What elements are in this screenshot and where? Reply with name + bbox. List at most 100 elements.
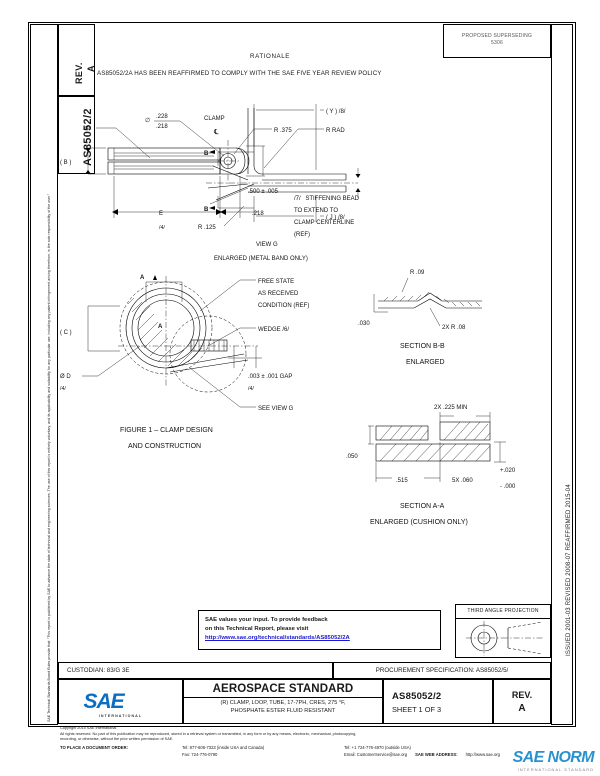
flag-9-label: /9/ [84, 126, 90, 132]
copyright-line2: All rights reserved. No part of this pub… [60, 731, 357, 736]
order-label: TO PLACE A DOCUMENT ORDER: [60, 745, 129, 751]
feedback-box[interactable]: SAE values your input. To provide feedba… [198, 610, 441, 650]
section-bb-title: SECTION B-B [400, 343, 445, 350]
free-state-l2: AS RECEIVED [258, 291, 299, 297]
stiffening-l3: CLAMP CENTERLINE [294, 220, 354, 226]
section-a-top-label: A [140, 275, 145, 281]
dia-upper: .228 [156, 114, 168, 120]
dia-lower: .218 [156, 124, 168, 130]
top-view-band [107, 140, 250, 184]
dim-y-label: ( Y ) /8/ [326, 109, 346, 115]
fax: Fax: 724-776-0790 [182, 751, 218, 757]
aerospace-standard-heading: AEROSPACE STANDARD [212, 683, 354, 695]
section-a-marker [145, 281, 183, 302]
tel-intl: Tel: +1 724-776-4970 (outside USA) [344, 745, 411, 751]
revision-box [58, 24, 95, 96]
section-aa-title: SECTION A-A [400, 503, 445, 510]
stiffening-flag: /7/ [294, 196, 301, 202]
dim-e-flag: /4/ [159, 225, 165, 231]
procurement-label: PROCUREMENT SPECIFICATION: AS85052/5/ [375, 667, 509, 674]
section-aa-subtitle: ENLARGED (CUSHION ONLY) [370, 519, 468, 526]
section-b-top: B [204, 151, 209, 157]
sae-logo-sub: INTERNATIONAL [98, 713, 143, 718]
dim-b [85, 147, 106, 175]
projection-title: THIRD ANGLE PROJECTION [467, 608, 539, 614]
sae-logo-word: SAE [83, 689, 125, 713]
projection-symbol-icon [466, 621, 544, 656]
dia-symbol: ∅ [145, 117, 150, 124]
view-g-clamp-label: CLAMP [204, 116, 225, 122]
tel-us: Tel: 877-606-7323 (inside USA and Canada… [182, 745, 265, 751]
revision-label: REV. [74, 62, 84, 84]
custodian-label: CUSTODIAN: 83/G 3E [67, 667, 130, 674]
dim-j-group [253, 196, 317, 222]
see-view-g-label: SEE VIEW G [258, 406, 294, 412]
legal-disclaimer-column [30, 24, 58, 725]
feedback-link[interactable]: http://www.sae.org/technical/standards/A… [205, 635, 350, 642]
section-b-bottom: B [204, 207, 209, 213]
title-block-sheet: SHEET 1 OF 3 [392, 705, 442, 714]
wedge-label: WEDGE /6/ [258, 327, 289, 333]
dim-c-label: ( C ) [60, 330, 72, 336]
dim-e-group [112, 176, 258, 218]
view-g-section-arrows [217, 151, 254, 209]
dim-050-label: .050 [346, 454, 358, 460]
web-label: SAE WEB ADDRESS: [415, 751, 458, 757]
dia-d-label: Ø D [60, 374, 71, 380]
section-bb-subtitle: ENLARGED [406, 359, 445, 366]
r-rad-label: R RAD [326, 128, 345, 134]
email[interactable]: Email: CustomerService@sae.org [344, 751, 408, 757]
free-state-l1: FREE STATE [258, 279, 294, 285]
figure-caption-line1: FIGURE 1 – CLAMP DESIGN [120, 427, 213, 434]
web-url[interactable]: http://www.sae.org [465, 751, 501, 757]
r125-label: R .125 [198, 225, 216, 231]
free-state-l3: CONDITION (REF) [258, 303, 309, 309]
procurement-box: PROCUREMENT SPECIFICATION: AS85052/5/ [333, 662, 551, 679]
feedback-line1: SAE values your input. To provide feedba… [205, 617, 328, 623]
free-state-note: FREE STATE AS RECEIVED CONDITION (REF) [258, 279, 309, 309]
watermark-main: SAE NORM [512, 749, 595, 766]
dim-030-label: .030 [358, 321, 370, 327]
gap-dim-group [228, 346, 262, 368]
title-desc-line2: PHOSPHATE ESTER FLUID RESISTANT [230, 707, 336, 714]
feedback-line2: on this Technical Report, please visit [205, 626, 309, 633]
dim-515-label: .515 [396, 478, 408, 484]
sae-logo: SAE INTERNATIONAL [83, 689, 158, 718]
view-g-centerline-symbol: ℄ [213, 129, 219, 136]
document-number-box [58, 96, 95, 174]
dim-225-label: 2X .225 MIN [434, 405, 467, 411]
dim-y-group [253, 104, 317, 170]
dia-d-flag: /4/ [60, 386, 66, 392]
title-block-rev-cell: REV. A [493, 679, 551, 724]
drawing-svg: ( B ) /9/ ∅ .228 .218 R .375 .500 ± .005 [60, 104, 516, 526]
section-a-inner-label: A [158, 324, 163, 330]
watermark-sub: INTERNATIONAL STANDARD [517, 767, 594, 772]
title-block-rev-value: A [518, 703, 526, 714]
revision-value-stack: A [86, 65, 96, 82]
dim-j-label: ( J ) /8/ [326, 215, 345, 221]
title-block-doc-number: AS85052/2 [392, 691, 442, 702]
issue-dates: ISSUED 2001-03 REVISED 2008-07 REAFFIRME… [566, 484, 572, 656]
copyright-block: Copyright 2015 SAE International All rig… [60, 726, 576, 758]
issue-date-column [551, 24, 573, 725]
dim-500 [246, 145, 265, 177]
r09-label: R .09 [410, 270, 425, 276]
copyright-line1: Copyright 2015 SAE International [60, 726, 117, 730]
stiffening-l1: STIFFENING BEAD [305, 196, 359, 202]
radius-375: R .375 [274, 128, 292, 134]
r08-label: 2X R .08 [442, 325, 466, 331]
watermark: SAE NORM INTERNATIONAL STANDARD [512, 749, 595, 772]
third-angle-projection-box: THIRD ANGLE PROJECTION [455, 604, 551, 658]
title-block-logo-cell: SAE INTERNATIONAL [58, 679, 183, 724]
custodian-box: CUSTODIAN: 83/G 3E [58, 662, 333, 679]
view-g-subtitle: ENLARGED (METAL BAND ONLY) [214, 256, 308, 262]
title-block-number-cell: AS85052/2 SHEET 1 OF 3 [383, 679, 493, 724]
title-block-rev-label: REV. [511, 690, 533, 700]
dim-218-label: .218 [252, 211, 264, 217]
gap-flag: /4/ [248, 386, 254, 392]
dim-c-group [87, 305, 120, 352]
title-block-title-cell: AEROSPACE STANDARD (R) CLAMP, LOOP, TUBE… [183, 679, 383, 724]
view-g-geometry [206, 108, 358, 205]
section-bb-geometry [373, 291, 482, 313]
